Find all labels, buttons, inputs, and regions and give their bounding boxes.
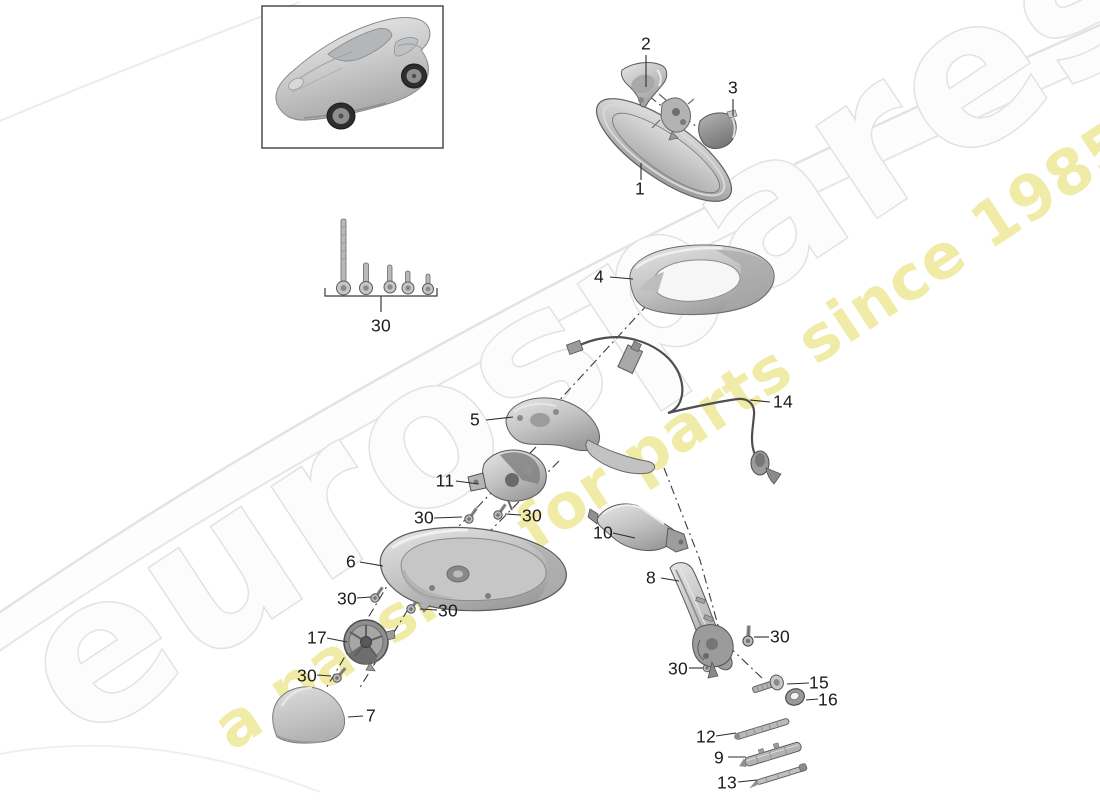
part-12-trim-strip (734, 718, 790, 740)
callout-part-3[interactable]: 3 (727, 77, 739, 98)
callout-part-30-g[interactable]: 30 (769, 626, 791, 647)
callout-part-8[interactable]: 8 (645, 567, 657, 588)
part-30-screw-set (324, 218, 438, 312)
callout-part-13[interactable]: 13 (716, 772, 738, 793)
part-13-trim-strip (749, 763, 808, 789)
part-6-mirror-housing-lower (379, 526, 567, 613)
callout-part-11[interactable]: 11 (435, 470, 455, 491)
callout-part-15[interactable]: 15 (808, 672, 830, 693)
part-7-mirror-glass (272, 686, 346, 744)
callout-part-14[interactable]: 14 (772, 391, 794, 412)
car-icon (275, 17, 431, 130)
part-10-cover-blade (587, 503, 689, 553)
callout-part-30-b[interactable]: 30 (413, 507, 435, 528)
callout-part-12[interactable]: 12 (695, 726, 717, 747)
callout-part-9[interactable]: 9 (713, 747, 725, 768)
callout-part-6[interactable]: 6 (345, 551, 357, 572)
leader-lines (316, 55, 819, 783)
part-16-grommet (785, 688, 805, 706)
part-11-adjustment-motor (467, 449, 547, 511)
callout-part-2[interactable]: 2 (640, 33, 652, 54)
callout-part-30-c[interactable]: 30 (521, 505, 543, 526)
callout-part-17[interactable]: 17 (306, 627, 328, 648)
part-14-wiring-harness (565, 336, 782, 485)
callout-part-30-f[interactable]: 30 (296, 665, 318, 686)
callout-part-30-d[interactable]: 30 (336, 588, 358, 609)
callout-part-1[interactable]: 1 (634, 178, 646, 199)
part-17-mirror-actuator (343, 619, 396, 672)
vehicle-thumbnail (261, 5, 444, 149)
part-8-mirror-bracket-arm (669, 562, 734, 679)
part-5-mirror-frame (505, 397, 655, 475)
part-3-mirror-trim-cover (698, 109, 738, 149)
callout-part-10[interactable]: 10 (592, 522, 614, 543)
part-2-mirror-base-cover (621, 62, 668, 108)
callout-part-16[interactable]: 16 (817, 689, 839, 710)
callout-part-4[interactable]: 4 (593, 266, 605, 287)
callout-part-5[interactable]: 5 (469, 409, 481, 430)
callout-part-30-h[interactable]: 30 (667, 658, 689, 679)
part-15-bolt (752, 674, 784, 694)
callout-part-30-a[interactable]: 30 (370, 315, 392, 336)
callout-part-7[interactable]: 7 (365, 705, 377, 726)
part-4-mirror-housing-upper (629, 244, 775, 316)
bracket-30 (324, 288, 438, 312)
callout-part-30-e[interactable]: 30 (437, 600, 459, 621)
part-9-trim-strip (739, 741, 802, 767)
mirror-mount-bracket (651, 93, 695, 141)
part-1-interior-mirror (595, 98, 733, 202)
